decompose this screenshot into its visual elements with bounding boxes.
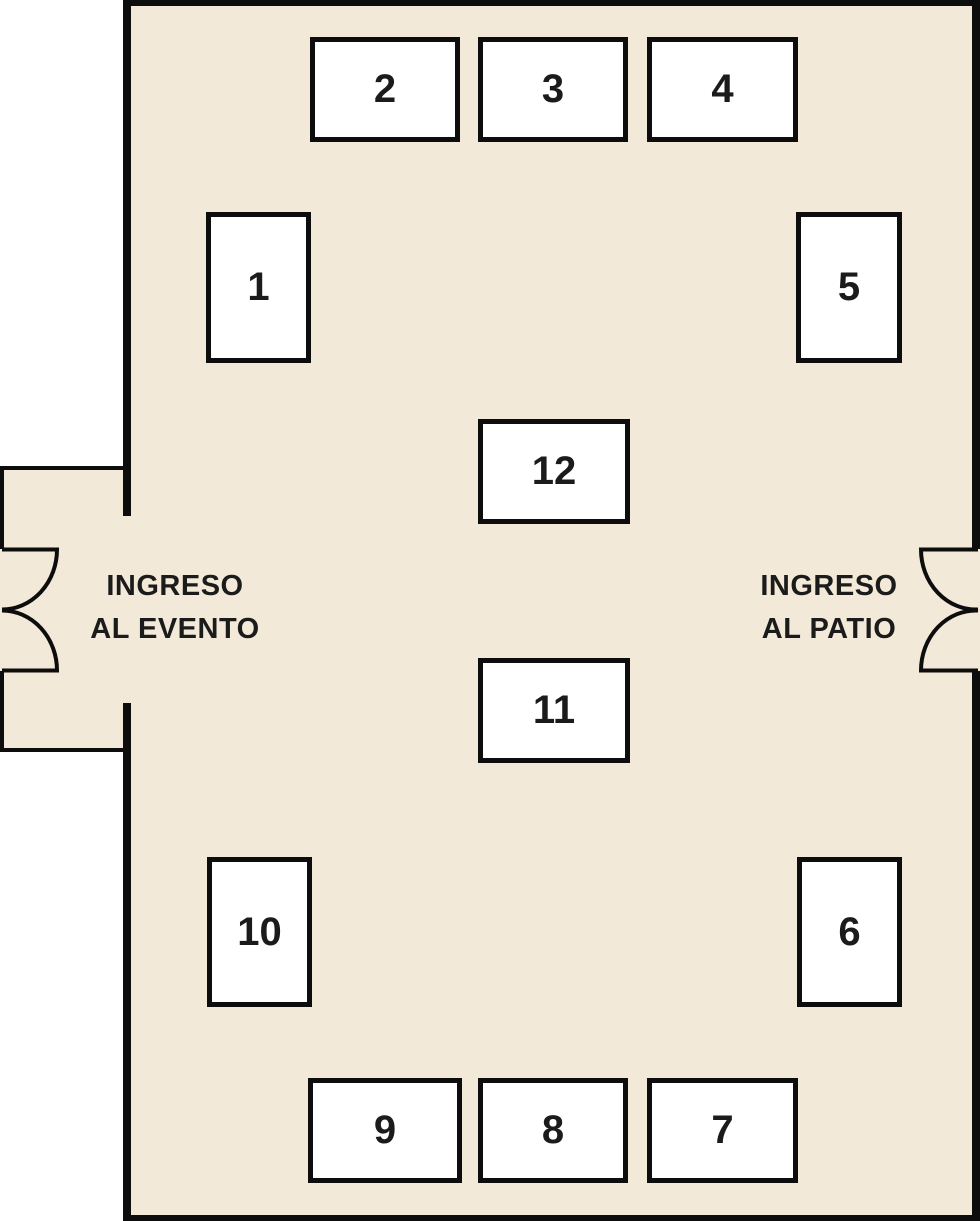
booth-1-label: 1: [247, 265, 270, 309]
booth-11[interactable]: 11: [478, 658, 630, 763]
entrance-label-patio-line2: AL PATIO: [761, 613, 897, 645]
booth-10[interactable]: 10: [207, 857, 312, 1007]
booth-1[interactable]: 1: [206, 212, 311, 363]
booth-5-label: 5: [837, 265, 861, 309]
vestibule-wall-top: [0, 466, 127, 470]
booth-4-label: 4: [711, 67, 734, 111]
vestibule-wall-left-upper: [0, 466, 4, 549]
booth-6[interactable]: 6: [797, 857, 902, 1007]
booth-2[interactable]: 2: [310, 37, 460, 142]
booth-7[interactable]: 7: [647, 1078, 798, 1183]
wall-right-lower: [972, 671, 980, 1221]
booth-2-label: 2: [373, 67, 397, 111]
entrance-label-patio-line1: INGRESO: [760, 570, 898, 602]
vestibule-wall-left-lower: [0, 671, 4, 752]
wall-left-upper: [123, 0, 131, 516]
wall-right-upper: [972, 0, 980, 549]
entrance-label-event-line2: AL EVENTO: [90, 613, 260, 645]
entrance-label-event: INGRESO AL EVENTO: [60, 565, 290, 651]
booth-7-label: 7: [711, 1108, 734, 1152]
wall-bottom: [123, 1215, 980, 1221]
double-door-icon-right: [918, 547, 979, 673]
booth-3[interactable]: 3: [478, 37, 628, 142]
vestibule-floor: [0, 466, 131, 752]
booth-12-label: 12: [531, 449, 577, 493]
booth-12[interactable]: 12: [478, 419, 630, 524]
entrance-label-patio: INGRESO AL PATIO: [714, 565, 944, 651]
main-room-floor: [123, 0, 980, 1221]
booth-11-label: 11: [532, 688, 576, 732]
booth-4[interactable]: 4: [647, 37, 798, 142]
booth-5[interactable]: 5: [796, 212, 902, 363]
vestibule-wall-bottom: [0, 748, 127, 752]
booth-8-label: 8: [541, 1108, 565, 1152]
entrance-label-event-line1: INGRESO: [106, 570, 244, 602]
wall-top: [123, 0, 980, 6]
booth-9-label: 9: [373, 1108, 397, 1152]
booth-6-label: 6: [838, 909, 861, 954]
booth-3-label: 3: [541, 67, 565, 111]
booth-9[interactable]: 9: [308, 1078, 462, 1183]
booth-10-label: 10: [237, 909, 282, 954]
double-door-icon-left: [1, 547, 60, 673]
wall-left-lower: [123, 703, 131, 1221]
booth-8[interactable]: 8: [478, 1078, 628, 1183]
